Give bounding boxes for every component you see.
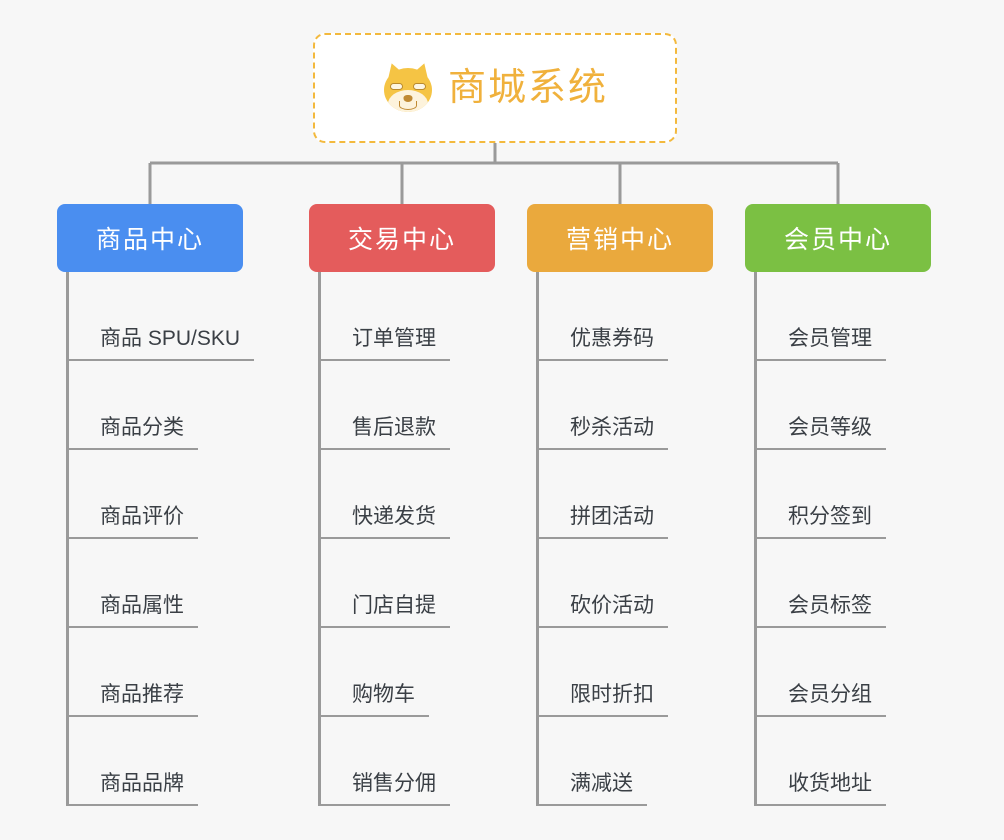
leaf-item[interactable]: 收货地址 bbox=[757, 717, 975, 806]
leaf-item[interactable]: 满减送 bbox=[539, 717, 757, 806]
leaf-item[interactable]: 商品分类 bbox=[69, 361, 287, 450]
leaf-label: 商品 SPU/SKU bbox=[69, 324, 255, 361]
branch-column-trade-center: 交易中心 订单管理 售后退款 快递发货 门店自提 购物车 销售分佣 bbox=[309, 204, 539, 806]
leaf-item[interactable]: 商品推荐 bbox=[69, 628, 287, 717]
leaf-item[interactable]: 会员等级 bbox=[757, 361, 975, 450]
leaf-item[interactable]: 拼团活动 bbox=[539, 450, 757, 539]
leaf-item[interactable]: 快递发货 bbox=[321, 450, 539, 539]
branch-column-member-center: 会员中心 会员管理 会员等级 积分签到 会员标签 会员分组 收货地址 bbox=[745, 204, 975, 806]
leaf-item[interactable]: 商品属性 bbox=[69, 539, 287, 628]
leaf-item[interactable]: 商品品牌 bbox=[69, 717, 287, 806]
leaf-item[interactable]: 购物车 bbox=[321, 628, 539, 717]
leaf-label: 限时折扣 bbox=[539, 680, 668, 717]
leaf-item[interactable]: 限时折扣 bbox=[539, 628, 757, 717]
leaf-list-marketing-center: 优惠券码 秒杀活动 拼团活动 砍价活动 限时折扣 满减送 bbox=[536, 272, 757, 806]
leaf-label: 商品品牌 bbox=[69, 769, 198, 806]
leaf-label: 销售分佣 bbox=[321, 769, 450, 806]
leaf-item[interactable]: 商品评价 bbox=[69, 450, 287, 539]
leaf-item[interactable]: 会员管理 bbox=[757, 272, 975, 361]
leaf-item[interactable]: 销售分佣 bbox=[321, 717, 539, 806]
leaf-item[interactable]: 门店自提 bbox=[321, 539, 539, 628]
category-header-label: 营销中心 bbox=[565, 226, 674, 254]
leaf-label: 会员标签 bbox=[757, 591, 886, 628]
leaf-label: 优惠券码 bbox=[539, 324, 668, 361]
leaf-list-trade-center: 订单管理 售后退款 快递发货 门店自提 购物车 销售分佣 bbox=[318, 272, 539, 806]
leaf-label: 商品评价 bbox=[69, 502, 198, 539]
leaf-label: 订单管理 bbox=[321, 324, 450, 361]
root-title: 商城系统 bbox=[447, 67, 608, 109]
leaf-item[interactable]: 订单管理 bbox=[321, 272, 539, 361]
leaf-label: 商品属性 bbox=[69, 591, 198, 628]
branch-column-marketing-center: 营销中心 优惠券码 秒杀活动 拼团活动 砍价活动 限时折扣 满减送 bbox=[527, 204, 757, 806]
leaf-label: 商品推荐 bbox=[69, 680, 198, 717]
category-header-label: 会员中心 bbox=[783, 226, 892, 254]
leaf-label: 购物车 bbox=[321, 680, 429, 717]
leaf-label: 砍价活动 bbox=[539, 591, 668, 628]
leaf-label: 秒杀活动 bbox=[539, 413, 668, 450]
root-node[interactable]: 商城系统 bbox=[313, 33, 677, 143]
leaf-item[interactable]: 秒杀活动 bbox=[539, 361, 757, 450]
category-header-marketing-center[interactable]: 营销中心 bbox=[527, 204, 713, 272]
leaf-item[interactable]: 优惠券码 bbox=[539, 272, 757, 361]
leaf-label: 满减送 bbox=[539, 769, 647, 806]
leaf-list-member-center: 会员管理 会员等级 积分签到 会员标签 会员分组 收货地址 bbox=[754, 272, 975, 806]
leaf-item[interactable]: 会员分组 bbox=[757, 628, 975, 717]
shiba-inu-face-icon bbox=[382, 60, 434, 114]
branch-column-product-center: 商品中心 商品 SPU/SKU 商品分类 商品评价 商品属性 商品推荐 商品品牌 bbox=[57, 204, 287, 806]
leaf-label: 收货地址 bbox=[757, 769, 886, 806]
leaf-label: 会员分组 bbox=[757, 680, 886, 717]
leaf-item[interactable]: 会员标签 bbox=[757, 539, 975, 628]
leaf-list-product-center: 商品 SPU/SKU 商品分类 商品评价 商品属性 商品推荐 商品品牌 bbox=[66, 272, 287, 806]
leaf-label: 商品分类 bbox=[69, 413, 198, 450]
leaf-label: 快递发货 bbox=[321, 502, 450, 539]
leaf-label: 拼团活动 bbox=[539, 502, 668, 539]
leaf-label: 门店自提 bbox=[321, 591, 450, 628]
leaf-item[interactable]: 商品 SPU/SKU bbox=[69, 272, 287, 361]
leaf-label: 售后退款 bbox=[321, 413, 450, 450]
leaf-item[interactable]: 售后退款 bbox=[321, 361, 539, 450]
category-header-label: 交易中心 bbox=[347, 226, 456, 254]
leaf-label: 会员等级 bbox=[757, 413, 886, 450]
category-header-product-center[interactable]: 商品中心 bbox=[57, 204, 243, 272]
leaf-label: 会员管理 bbox=[757, 324, 886, 361]
leaf-item[interactable]: 积分签到 bbox=[757, 450, 975, 539]
category-header-member-center[interactable]: 会员中心 bbox=[745, 204, 931, 272]
leaf-item[interactable]: 砍价活动 bbox=[539, 539, 757, 628]
category-header-label: 商品中心 bbox=[95, 226, 204, 254]
category-header-trade-center[interactable]: 交易中心 bbox=[309, 204, 495, 272]
leaf-label: 积分签到 bbox=[757, 502, 886, 539]
